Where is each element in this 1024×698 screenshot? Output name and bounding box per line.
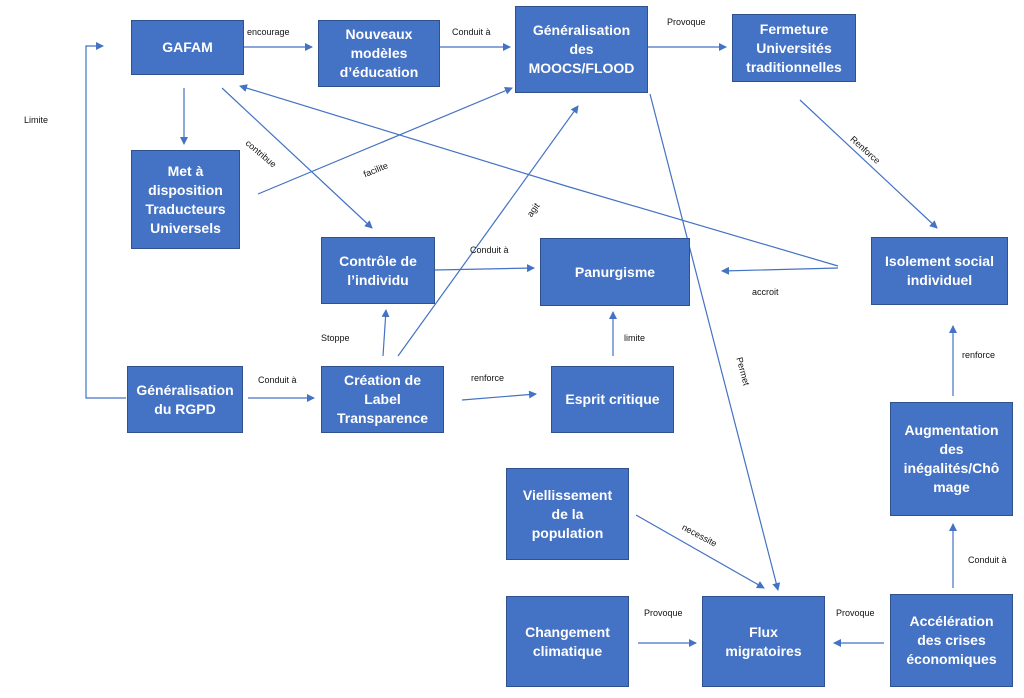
node-nouveaux-modeles: Nouveaux modèles d’éducation (318, 20, 440, 87)
arrow-agit (397, 105, 579, 357)
arrow-permet (649, 93, 781, 591)
node-label: Création de Label Transparence (321, 366, 444, 433)
node-inegalites: Augmentation des inégalités/Chô mage (890, 402, 1013, 516)
label-accroit: accroit (752, 287, 779, 297)
node-generalisation-moocs: Généralisation des MOOCS/FLOOD (515, 6, 648, 93)
node-crises: Accélération des crises économiques (890, 594, 1013, 687)
arrow-necessite (635, 514, 765, 589)
node-flux: Flux migratoires (702, 596, 825, 687)
label-conduit-a-4: Conduit à (968, 555, 1007, 565)
label-renforce-2: renforce (962, 350, 996, 360)
node-fermeture: Fermeture Universités traditionnelles (732, 14, 856, 82)
node-isolement: Isolement social individuel (871, 237, 1008, 305)
arrow-isolement-gafam (565, 185, 839, 267)
arrow-limite (85, 42, 126, 399)
node-rgpd: Généralisation du RGPD (127, 366, 243, 433)
node-gafam: GAFAM (131, 20, 244, 75)
node-controle: Contrôle de l’individu (321, 237, 435, 304)
arrow-conduit-panurgisme (434, 264, 535, 273)
label-limite-2: limite (624, 333, 646, 343)
label-conduit-a-1: Conduit à (452, 27, 491, 37)
arrow-isolement-gafam-tail (239, 84, 567, 187)
label-provoque-3: Provoque (836, 608, 875, 618)
label-limite-left: Limite (24, 115, 49, 125)
label-provoque-1: Provoque (667, 17, 706, 27)
label-stoppe: Stoppe (321, 333, 350, 343)
label-encourage: encourage (247, 27, 290, 37)
arrow-facilite (257, 87, 513, 195)
node-climatique: Changement climatique (506, 596, 629, 687)
arrow-contribue (221, 87, 373, 229)
label-conduit-a-3: Conduit à (258, 375, 297, 385)
node-traducteurs: Met à disposition Traducteurs Universels (131, 150, 240, 249)
arrow-renforce-esprit (461, 390, 537, 401)
arrow-stoppe (381, 309, 390, 357)
arrow-accroit (721, 266, 839, 275)
node-vieillissement: Viellissement de la population (506, 468, 629, 560)
arrow-renforce-isolement (799, 99, 938, 229)
node-panurgisme: Panurgisme (540, 238, 690, 306)
label-provoque-2: Provoque (644, 608, 683, 618)
label-conduit-a-2: Conduit à (470, 245, 509, 255)
label-renforce-3: renforce (471, 373, 505, 383)
node-esprit: Esprit critique (551, 366, 674, 433)
